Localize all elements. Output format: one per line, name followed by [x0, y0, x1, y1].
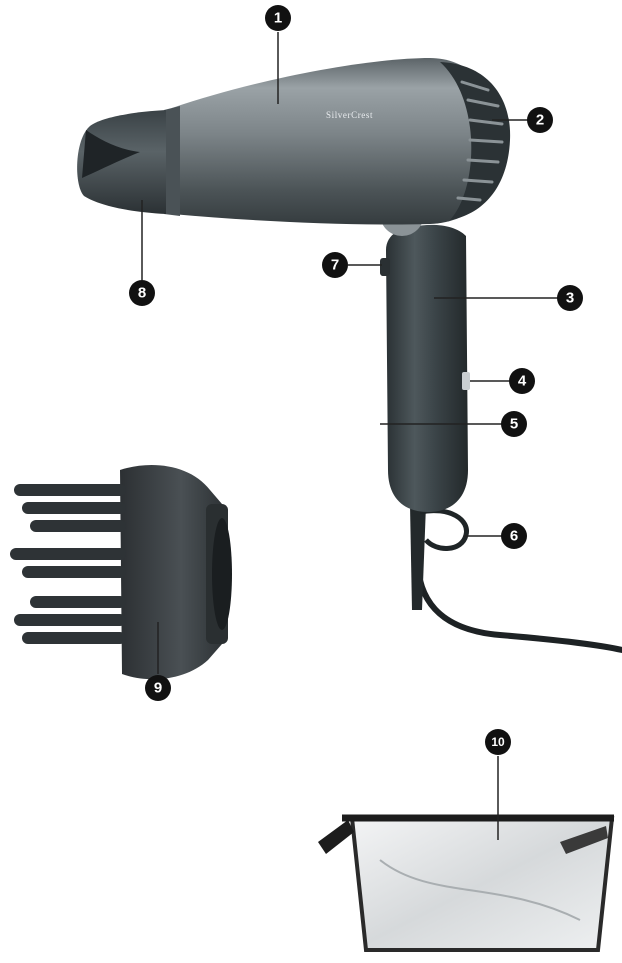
callout-2: 2 — [527, 107, 553, 133]
diffuser-fingers — [10, 484, 126, 644]
diffuser-opening — [212, 518, 232, 630]
cord-strain-relief — [410, 505, 426, 610]
zipper-pull-left — [318, 820, 354, 854]
svg-text:3: 3 — [566, 290, 574, 307]
callout-6: 6 — [501, 523, 527, 549]
fold-release-button — [380, 258, 390, 276]
svg-text:8: 8 — [138, 285, 146, 302]
dryer-body — [172, 58, 503, 225]
svg-text:1: 1 — [274, 10, 282, 27]
hair-dryer: SilverCrest — [77, 58, 622, 653]
power-switch — [462, 372, 470, 390]
svg-text:6: 6 — [510, 528, 518, 545]
hanging-loop — [419, 508, 469, 551]
svg-text:2: 2 — [536, 112, 544, 129]
grille-slots — [456, 80, 504, 202]
dryer-handle — [386, 224, 468, 513]
nozzle-opening — [82, 130, 140, 178]
svg-text:7: 7 — [331, 257, 339, 274]
callout-4: 4 — [509, 368, 535, 394]
svg-text:5: 5 — [510, 416, 518, 433]
brand-logo: SilverCrest — [326, 110, 373, 120]
svg-text:4: 4 — [518, 373, 527, 390]
diffuser-body — [120, 464, 222, 680]
svg-text:10: 10 — [491, 735, 505, 749]
callout-7: 7 — [322, 252, 348, 278]
front-ring — [164, 106, 180, 216]
callout-9: 9 — [145, 675, 171, 701]
callout-5: 5 — [501, 411, 527, 437]
leader-lines — [141, 32, 558, 840]
concentrator-nozzle — [77, 110, 166, 214]
callout-10: 10 — [485, 729, 511, 755]
zipper-pull-right — [560, 826, 608, 854]
callout-3: 3 — [557, 285, 583, 311]
callout-8: 8 — [129, 280, 155, 306]
bag-crease — [379, 859, 581, 921]
callout-1: 1 — [265, 5, 291, 31]
storage-bag — [318, 814, 615, 952]
svg-text:9: 9 — [154, 680, 162, 697]
power-cord — [414, 545, 622, 653]
callouts: 1 2 3 4 5 6 7 8 — [129, 5, 583, 755]
diffuser — [10, 464, 232, 680]
